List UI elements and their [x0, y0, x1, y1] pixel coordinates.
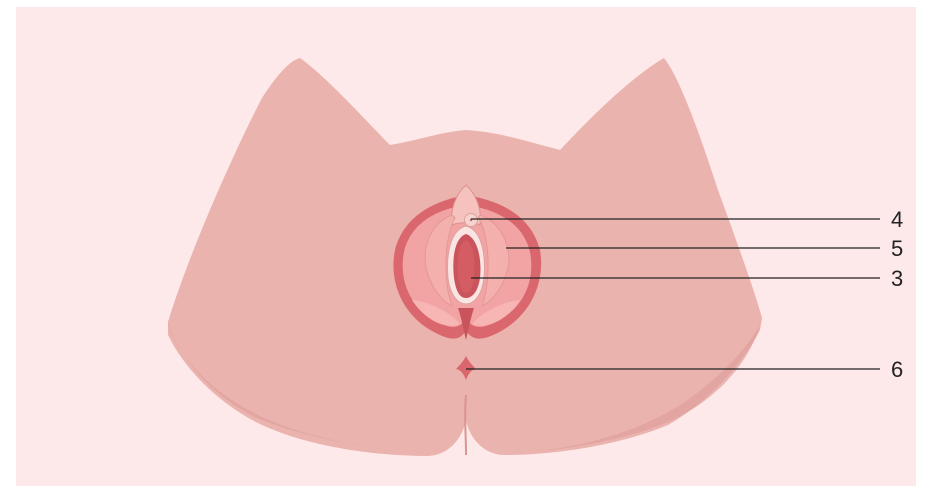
vaginal-opening-highlight	[458, 240, 475, 293]
gluteal-cleft	[465, 395, 466, 455]
callout-label-4: 4	[891, 207, 903, 232]
callout-label-3: 3	[891, 266, 903, 291]
callout-label-6: 6	[891, 357, 903, 382]
callout-label-5: 5	[891, 236, 903, 261]
